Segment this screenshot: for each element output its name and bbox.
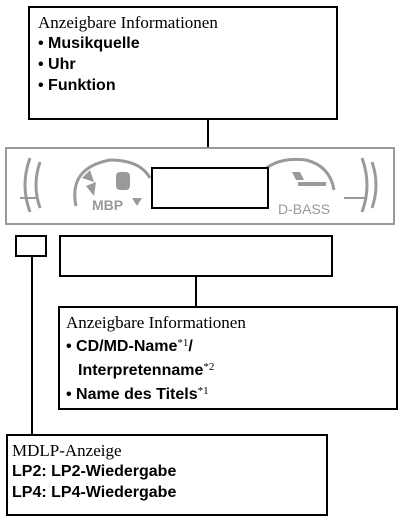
middle-info-heading: Anzeigbare Informationen [66,313,246,332]
mdlp-info-lp4: LP4: LP4-Wiedergabe [12,484,177,501]
top-info-box: Anzeigbare Informationen • Musikquelle •… [28,6,338,120]
top-info-heading: Anzeigbare Informationen [38,13,218,32]
middle-info-item-track-name: • Name des Titels*1 [66,381,390,405]
artist-name-text: Interpretenname [78,362,204,379]
middle-info-item-artist: Interpretenname*2 [66,357,390,381]
mdlp-info-lp2: LP2: LP2-Wiedergabe [12,463,177,480]
track-name-text: • Name des Titels [66,386,198,403]
top-info-item-clock: • Uhr [38,56,76,73]
mbp-label: MBP [92,197,124,213]
top-info-item-function: • Funktion [38,77,116,94]
middle-info-item-cdmd-name: • CD/MD-Name*1/ [66,333,390,357]
footnote-2-ref: *2 [203,361,215,373]
mdlp-info-box: MDLP-Anzeige LP2: LP2-Wiedergabe LP4: LP… [6,434,328,516]
mdlp-info-heading: MDLP-Anzeige [12,441,122,460]
footnote-1-ref: *1 [177,337,189,349]
dbass-label: D-BASS [278,201,331,217]
middle-info-box: Anzeigbare Informationen • CD/MD-Name*1/… [58,306,398,410]
cdmd-name-text: • CD/MD-Name [66,338,178,355]
footnote-1-ref-2: *1 [197,385,209,397]
top-info-item-source: • Musikquelle [38,35,140,52]
slash: / [188,338,193,355]
